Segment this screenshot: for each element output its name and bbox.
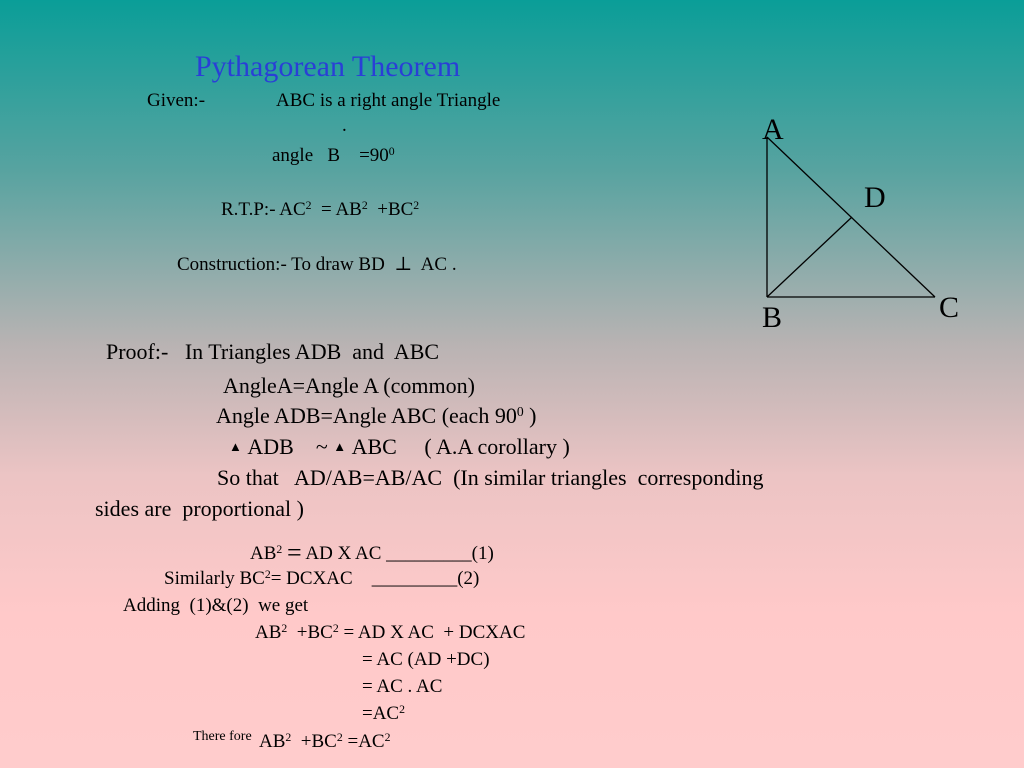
final-result: AB2 +BC2 =AC2 [259, 730, 391, 752]
vertex-label-d: D [864, 181, 886, 214]
vertex-label-b: B [762, 301, 783, 334]
given-label: Given:- [147, 90, 206, 111]
triangle-icon: ▲ [229, 439, 242, 454]
angle-statement: angle B =900 [272, 144, 395, 166]
vertex-label-a: A [762, 113, 784, 146]
segment-bd [766, 216, 853, 298]
rtp-statement: R.T.P:- AC2 = AB2 +BC2 [221, 198, 420, 220]
vertex-label-c: C [939, 291, 960, 324]
step-5: = AC (AD +DC) [362, 649, 490, 670]
proof-intro: Proof:- In Triangles ADB and ABC [106, 339, 440, 364]
construction-statement: Construction:- To draw BD ⊥ AC . [177, 254, 457, 275]
side-ac [766, 136, 936, 298]
step-4: AB2 +BC2 = AD X AC + DCXAC [255, 621, 526, 643]
step-2: Similarly BC2= DCXAC _________(2) [164, 567, 480, 589]
step-7: =AC2 [362, 702, 405, 724]
proof-line-1: AngleA=Angle A (common) [223, 373, 475, 398]
therefore-label: There fore [193, 729, 252, 744]
given-text: ABC is a right angle Triangle [276, 90, 501, 111]
proof-line-3: ▲ ADB ~ ▲ ABC ( A.A corollary ) [229, 434, 570, 459]
proof-line-4: So that AD/AB=AB/AC (In similar triangle… [217, 465, 764, 490]
step-6: = AC . AC [362, 676, 443, 697]
proof-line-2: Angle ADB=Angle ABC (each 900 ) [216, 403, 537, 428]
page-title: Pythagorean Theorem [195, 50, 461, 83]
triangle-icon: ▲ [333, 439, 347, 454]
step-1: AB2 = AD X AC _________(1) [250, 538, 494, 567]
step-3: Adding (1)&(2) we get [123, 595, 309, 616]
given-dot: . [342, 115, 347, 136]
perpendicular-icon: ⊥ [394, 254, 413, 275]
proof-line-5: sides are proportional ) [95, 496, 304, 521]
